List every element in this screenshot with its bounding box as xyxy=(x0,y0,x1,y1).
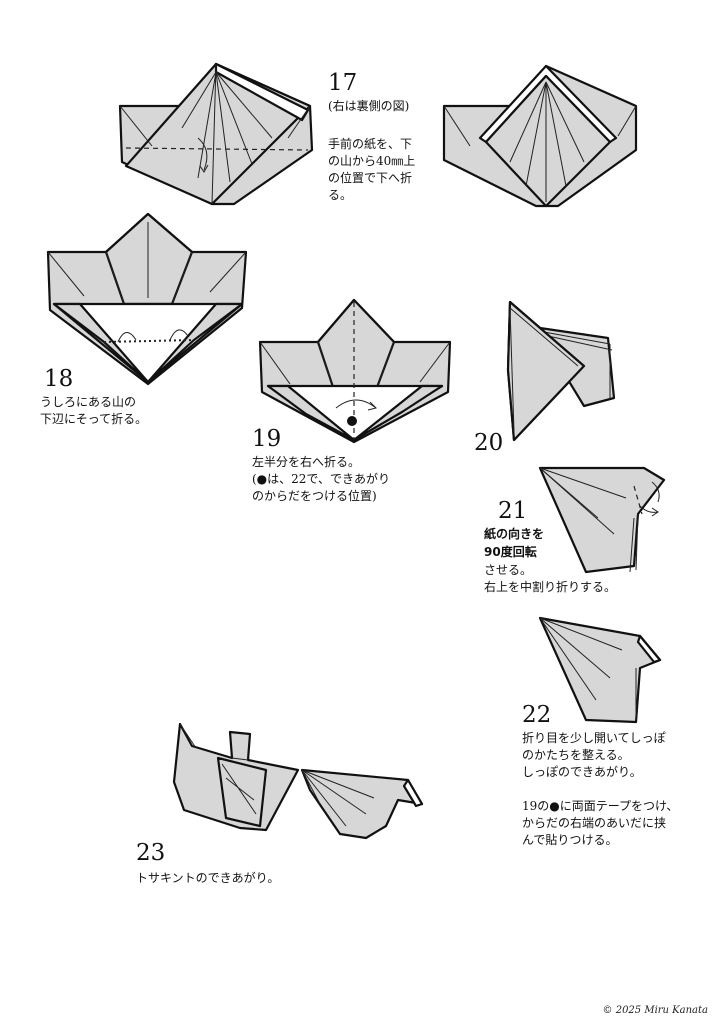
step-instruction: 左半分を右へ折る。 (●は、22で、できあがり のからだをつける位置) xyxy=(252,455,390,503)
step-number: 23 xyxy=(136,840,166,866)
step-emphasis: 90度回転 xyxy=(484,545,537,559)
step-instruction: させる。 右上を中割り折りする。 xyxy=(484,563,617,594)
step-instruction: うしろにある山の 下辺にそって折る。 xyxy=(40,395,148,426)
step-number: 17 xyxy=(328,70,358,96)
step-number: 20 xyxy=(474,430,504,456)
step22-diagram xyxy=(536,614,666,724)
step-instruction: トサキントのできあがり。 xyxy=(136,871,280,885)
step17-diagram-front xyxy=(112,58,322,208)
step20-diagram xyxy=(500,300,620,450)
step-emphasis: 紙の向きを xyxy=(484,527,545,541)
step17-diagram-back xyxy=(440,62,640,212)
step23-diagram xyxy=(170,718,440,840)
step21-diagram xyxy=(534,462,684,582)
step-number: 19 xyxy=(252,426,282,452)
copyright: © 2025 Miru Kanata xyxy=(602,1005,708,1016)
step-number: 21 xyxy=(498,498,528,524)
step-instruction: 手前の紙を、下 の山から40㎜上 の位置で下へ折 る。 xyxy=(328,137,416,202)
step18-diagram xyxy=(44,212,254,392)
step-note: (右は裏側の図) xyxy=(328,99,410,113)
step-number: 18 xyxy=(44,366,74,392)
step19-diagram xyxy=(256,296,456,446)
step-number: 22 xyxy=(522,702,552,728)
step-instruction: 折り目を少し開いてしっぽ のかたちを整える。 しっぽのできあがり。 19の●に両… xyxy=(522,731,679,847)
